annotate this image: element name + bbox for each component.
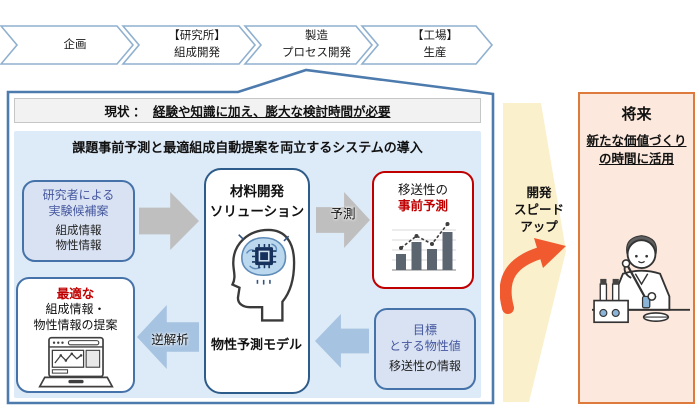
proposal-box: 最適な 組成情報・ 物性情報の提案 — [16, 277, 135, 393]
candidate-box: 研究者による 実験候補案 組成情報 物性情報 — [22, 180, 135, 262]
bar-chart-icon — [392, 222, 456, 271]
candidate-title-line1: 研究者による — [42, 187, 115, 202]
proposal-line1: 組成情報・ — [45, 302, 106, 317]
process-step-factory-production: 【工場】生産 — [412, 30, 458, 59]
target-title-line2: とする物性値 — [389, 338, 461, 353]
target-sub: 移送性の情報 — [388, 359, 461, 374]
solution-title-line1: 材料開発 — [230, 184, 284, 199]
inverse-arrow-label: 逆解析 — [151, 332, 189, 347]
process-step-manufacturing: 製造プロセス開発 — [282, 30, 351, 59]
model-label: 物性予測モデル — [210, 337, 302, 352]
target-title-line1: 目標 — [412, 323, 437, 338]
prediction-box: 移送性の 事前予測 — [372, 171, 474, 289]
scientist-illustration — [592, 235, 690, 324]
chevron-shape — [360, 25, 494, 65]
target-box: 目標 とする物性値 移送性の情報 — [374, 308, 476, 390]
predict-arrow-label: 予測 — [330, 206, 356, 221]
curved-arrow-icon — [500, 238, 566, 314]
system-title: 課題事前予測と最適組成自動提案を両立するシステムの導入 — [72, 140, 423, 155]
process-step-lab-composition: 【研究所】組成開発 — [168, 30, 226, 59]
brain-chip-icon — [230, 228, 296, 322]
chevron-shape — [121, 25, 257, 65]
chevron-shape — [243, 25, 374, 65]
proposal-highlight: 最適な — [56, 287, 95, 301]
prediction-line1: 移送性の — [397, 183, 448, 197]
future-subtitle: 新たな価値づくりの時間に活用 — [586, 134, 687, 166]
solution-box: 材料開発 ソリューション 物性予測モデル — [204, 168, 310, 394]
prediction-line2: 事前予測 — [397, 199, 448, 214]
solution-title-line2: ソリューション — [209, 204, 305, 219]
process-flow-chevrons — [0, 25, 494, 65]
speedup-label: 開発スピードアップ — [513, 186, 564, 234]
current-status-bar: 現状 ： 経験や知識に加え、膨大な検討時間が必要 — [14, 98, 481, 123]
candidate-sub-line1: 組成情報 — [55, 225, 102, 238]
chevron-shape — [0, 25, 135, 65]
candidate-sub-line2: 物性情報 — [55, 240, 102, 253]
candidate-title-line2: 実験候補案 — [48, 203, 109, 218]
proposal-line2: 物性情報の提案 — [33, 317, 118, 332]
current-status-label: 現状 ： — [104, 105, 146, 119]
future-title: 将来 — [621, 106, 652, 123]
process-step-planning: 企画 — [63, 38, 87, 51]
current-status-text: 経験や知識に加え、膨大な検討時間が必要 — [152, 105, 391, 119]
laptop-icon — [38, 336, 114, 388]
